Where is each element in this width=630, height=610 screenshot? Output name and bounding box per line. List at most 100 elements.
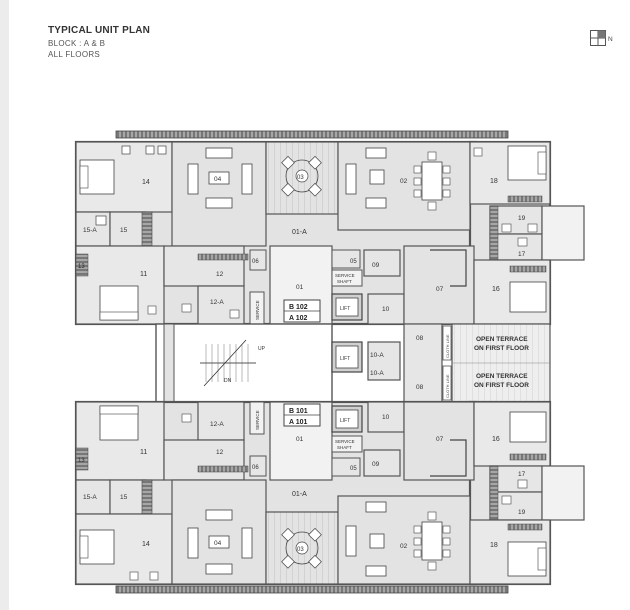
pillow <box>79 535 89 559</box>
sofa <box>365 565 387 577</box>
terrace-label-line2: ON FIRST FLOOR <box>474 345 529 352</box>
terrace-label-line1: OPEN TERRACE <box>476 336 528 343</box>
room-12 <box>163 439 245 481</box>
chair <box>413 537 422 546</box>
chair <box>308 554 322 569</box>
wc-icon <box>181 303 192 313</box>
room-label: 17 <box>518 251 526 258</box>
cloth-line-label: CLOTH LINE <box>445 374 450 398</box>
table-top <box>295 541 309 555</box>
dining-table <box>421 161 443 201</box>
bed <box>509 411 547 443</box>
room-label: 07 <box>436 436 444 443</box>
sofa <box>345 163 357 195</box>
room-08-pair <box>403 323 443 403</box>
lift-car <box>335 409 359 429</box>
wardrobe <box>507 195 543 203</box>
unit-label-b101: B 101 <box>289 408 308 415</box>
room-13 <box>75 447 89 471</box>
side-table <box>129 571 139 581</box>
landing <box>163 323 175 403</box>
room-label: 12-A <box>210 421 224 428</box>
north-compass-icon: N <box>590 30 613 46</box>
room-label: 13 <box>78 458 85 464</box>
side-table <box>121 145 131 155</box>
terrace-label-line1: OPEN TERRACE <box>476 373 528 380</box>
room-label: 04 <box>214 540 222 547</box>
chair <box>442 189 451 198</box>
sofa <box>241 163 253 195</box>
room-label: 12-A <box>210 299 224 306</box>
sofa <box>365 147 387 159</box>
sofa <box>205 197 233 209</box>
stair-treads <box>200 344 256 382</box>
room-label: 10 <box>382 414 390 421</box>
kitchen-counter <box>430 439 467 477</box>
wardrobe <box>489 205 499 261</box>
room-label: 06 <box>252 465 259 471</box>
unit-101-half: 11 13 12-A 12 SERVICE 06 B 101 A 101 01 … <box>74 400 585 594</box>
side-table <box>473 147 483 157</box>
room-label: 05 <box>350 466 357 472</box>
utility-balcony <box>541 465 585 521</box>
coffee-table <box>208 535 230 549</box>
page-left-edge <box>0 0 9 610</box>
room-label: 15-A <box>83 227 97 234</box>
room-label: 11 <box>140 449 147 456</box>
unit-label-a101: A 101 <box>289 419 308 426</box>
room-label: 19 <box>518 509 526 516</box>
room-label: 10-A <box>370 352 384 359</box>
chair <box>442 177 451 186</box>
stair-down-label: DN <box>224 378 232 384</box>
core-zone: UP DN LIFT 10-A 10-A 08 08 CLOTH LINE CL… <box>155 323 551 403</box>
room-06 <box>249 455 267 477</box>
pillow <box>99 311 139 321</box>
room-label: 01-A <box>292 229 307 236</box>
shaft-label: SERVICE <box>255 410 260 430</box>
unit-label-b102: B 102 <box>289 304 308 311</box>
room-label: 08 <box>416 384 424 391</box>
wc-icon <box>95 215 107 226</box>
bed <box>79 159 115 195</box>
floor-plan: 14 15-A 15 04 03 <box>74 130 585 594</box>
service-shaft-101 <box>331 435 363 453</box>
room-label: 01 <box>296 284 304 291</box>
room-label: 15 <box>120 494 128 501</box>
cloth-line <box>442 325 452 361</box>
room-05 <box>331 249 361 269</box>
room-06 <box>249 249 267 271</box>
sofa <box>365 501 387 513</box>
room-label: 03 <box>297 175 304 181</box>
chair <box>281 527 295 542</box>
pillow <box>99 405 139 415</box>
chair <box>308 155 322 170</box>
room-07 <box>403 245 475 325</box>
sofa <box>365 197 387 209</box>
kitchen-counter <box>430 249 467 287</box>
chair <box>427 561 437 571</box>
chair <box>413 189 422 198</box>
room-label: 02 <box>400 543 408 550</box>
room-label: 19 <box>518 215 526 222</box>
wc-icon <box>181 413 192 423</box>
terrace-label-line2: ON FIRST FLOOR <box>474 382 529 389</box>
lift-car <box>335 297 359 317</box>
room-label: 12 <box>216 271 224 278</box>
room-15 <box>109 211 147 247</box>
room-label: 15 <box>120 227 128 234</box>
north-label: N <box>608 36 613 43</box>
room-label: 15-A <box>83 494 97 501</box>
room-label: 11 <box>140 271 147 278</box>
coffee-table <box>208 171 230 185</box>
sofa <box>241 527 253 559</box>
sofa <box>205 509 233 521</box>
room-12 <box>163 245 245 287</box>
room-09 <box>363 449 401 477</box>
chair <box>442 537 451 546</box>
shaft-label: SHAFT <box>337 279 352 284</box>
room-label: 12 <box>216 449 224 456</box>
sofa <box>187 527 199 559</box>
pillow <box>537 151 547 175</box>
lift-label: LIFT <box>340 306 350 312</box>
chair <box>281 554 295 569</box>
